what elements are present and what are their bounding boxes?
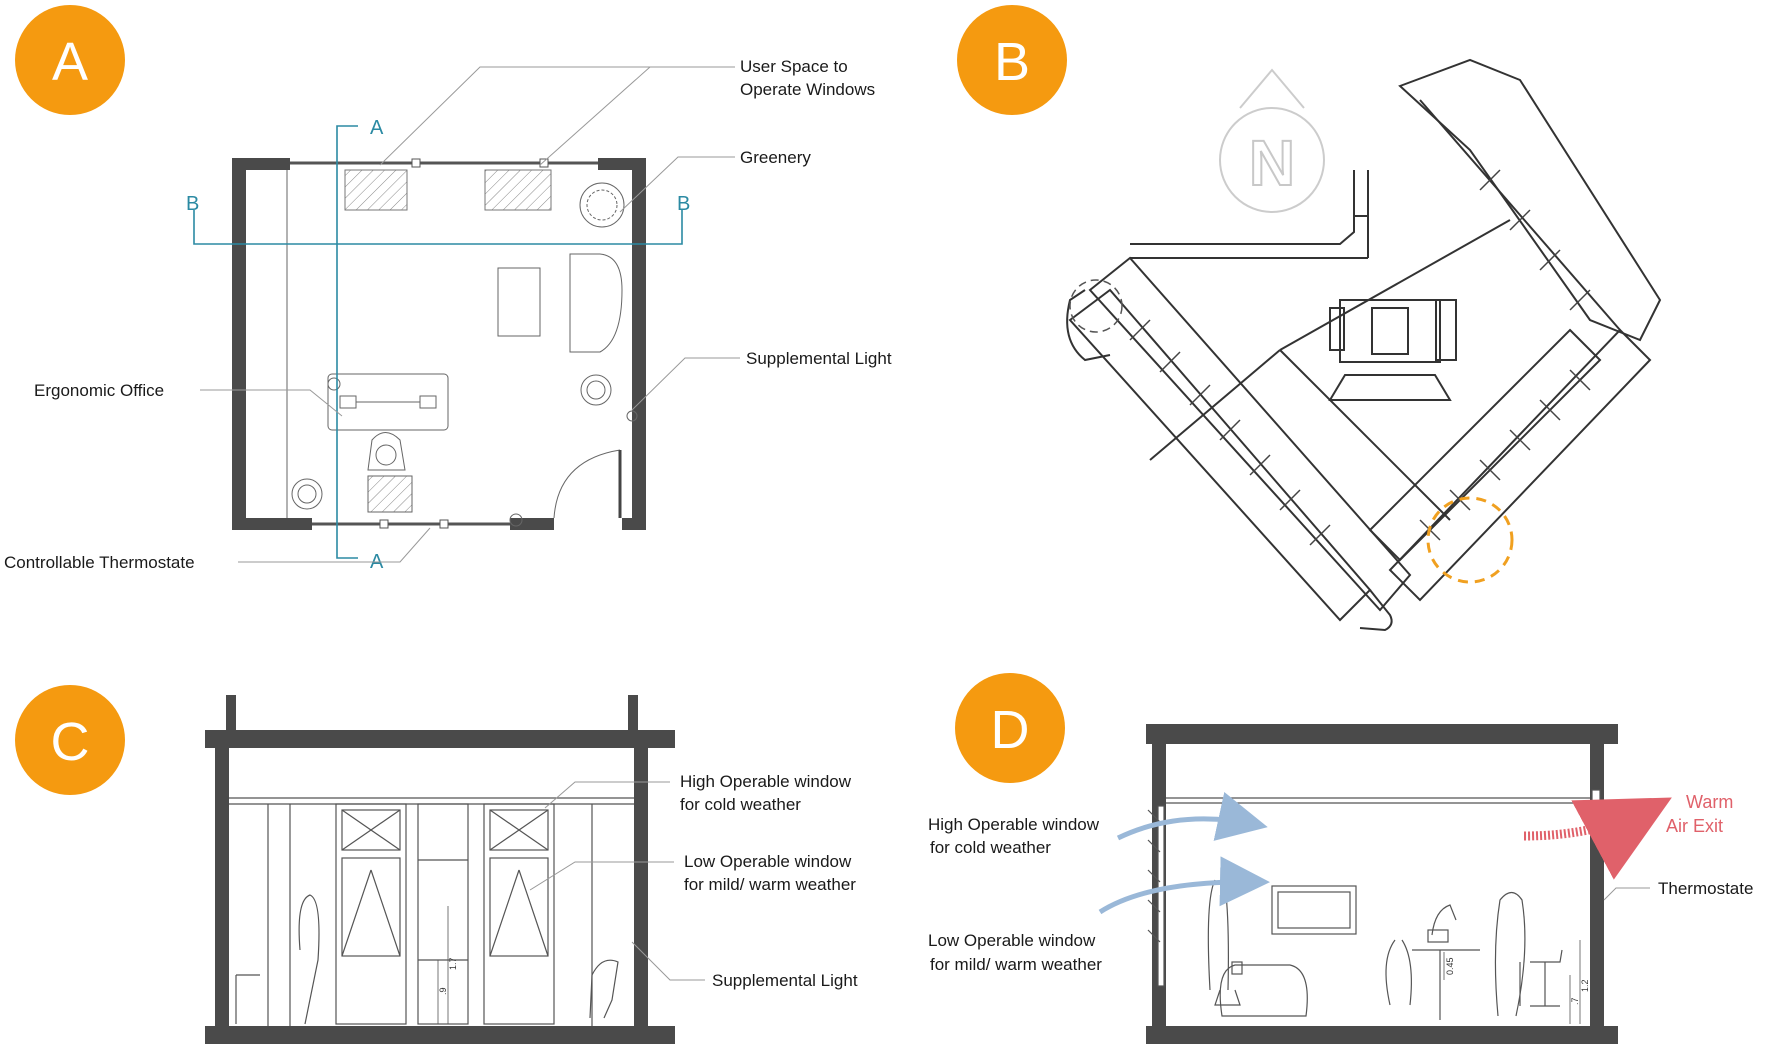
panel-c: C (15, 685, 858, 1044)
badge-d (955, 673, 1065, 783)
warm-air-arrow (1523, 797, 1672, 880)
section-b-left: B (186, 193, 199, 215)
floor-plan-furniture (286, 170, 638, 527)
section-d-details (1147, 789, 1601, 1020)
label-high-window-c-1: High Operable window (680, 772, 852, 791)
label-low-window-c-1: Low Operable window (684, 852, 852, 871)
user-space-left (344, 169, 408, 211)
section-a-top: A (370, 117, 384, 139)
floor-plan-windows (290, 158, 598, 529)
badge-c (15, 685, 125, 795)
panel-d: D (928, 673, 1753, 1044)
badge-a-text: A (52, 32, 88, 92)
section-d-dims (1443, 940, 1581, 1024)
badge-d-text: D (991, 700, 1030, 760)
section-b-right: B (677, 193, 690, 215)
label-ergonomic-office: Ergonomic Office (34, 381, 164, 400)
panel-a: A (4, 5, 892, 573)
badge-b (957, 5, 1067, 115)
user-space-right (484, 169, 552, 211)
highlighted-room-marker (1426, 496, 1514, 584)
north-letter: N (1249, 127, 1295, 199)
label-user-space-1: User Space to (740, 57, 848, 76)
badge-c-text: C (51, 712, 90, 772)
dim-d-2: 1.2 (1580, 979, 1590, 992)
section-c-windows (229, 797, 634, 1026)
label-supplemental-light-a: Supplemental Light (746, 349, 892, 368)
section-d-structure (1146, 724, 1618, 1044)
cool-air-arrows (1098, 792, 1270, 915)
panel-a-leaders (200, 66, 740, 563)
label-user-space-2: Operate Windows (740, 80, 875, 99)
label-thermostate-d: Thermostate (1658, 879, 1753, 898)
label-supplemental-light-c: Supplemental Light (712, 971, 858, 990)
dim-c-1: 1.7 (448, 957, 458, 970)
label-low-window-d-2: for mild/ warm weather (930, 955, 1102, 974)
panel-d-leaders (1603, 887, 1650, 901)
label-high-window-c-2: for cold weather (680, 795, 801, 814)
section-c-dims (437, 906, 449, 1024)
label-warm-2: Air Exit (1666, 816, 1723, 836)
label-high-window-d-1: High Operable window (928, 815, 1100, 834)
label-high-window-d-2: for cold weather (930, 838, 1051, 857)
dim-c-2: .9 (438, 987, 448, 995)
site-plan-building (1066, 58, 1662, 632)
label-low-window-c-2: for mild/ warm weather (684, 875, 856, 894)
badge-a (15, 5, 125, 115)
west-entry-marker (1069, 279, 1123, 333)
label-low-window-d-1: Low Operable window (928, 931, 1096, 950)
section-c-structure (205, 695, 675, 1044)
label-warm-1: Warm (1686, 792, 1733, 812)
north-arrow (1219, 68, 1325, 213)
label-greenery: Greenery (740, 148, 811, 167)
section-lines (193, 125, 683, 559)
site-plan-rooms (1129, 169, 1591, 546)
dim-d-3: .7 (1570, 997, 1580, 1005)
panel-b: B N (957, 5, 1662, 632)
label-thermostate-a: Controllable Thermostate (4, 553, 195, 572)
dim-d-1: 0.45 (1445, 957, 1455, 975)
floor-plan-walls (232, 158, 646, 530)
panel-c-leaders (529, 781, 705, 981)
badge-b-text: B (994, 32, 1030, 92)
